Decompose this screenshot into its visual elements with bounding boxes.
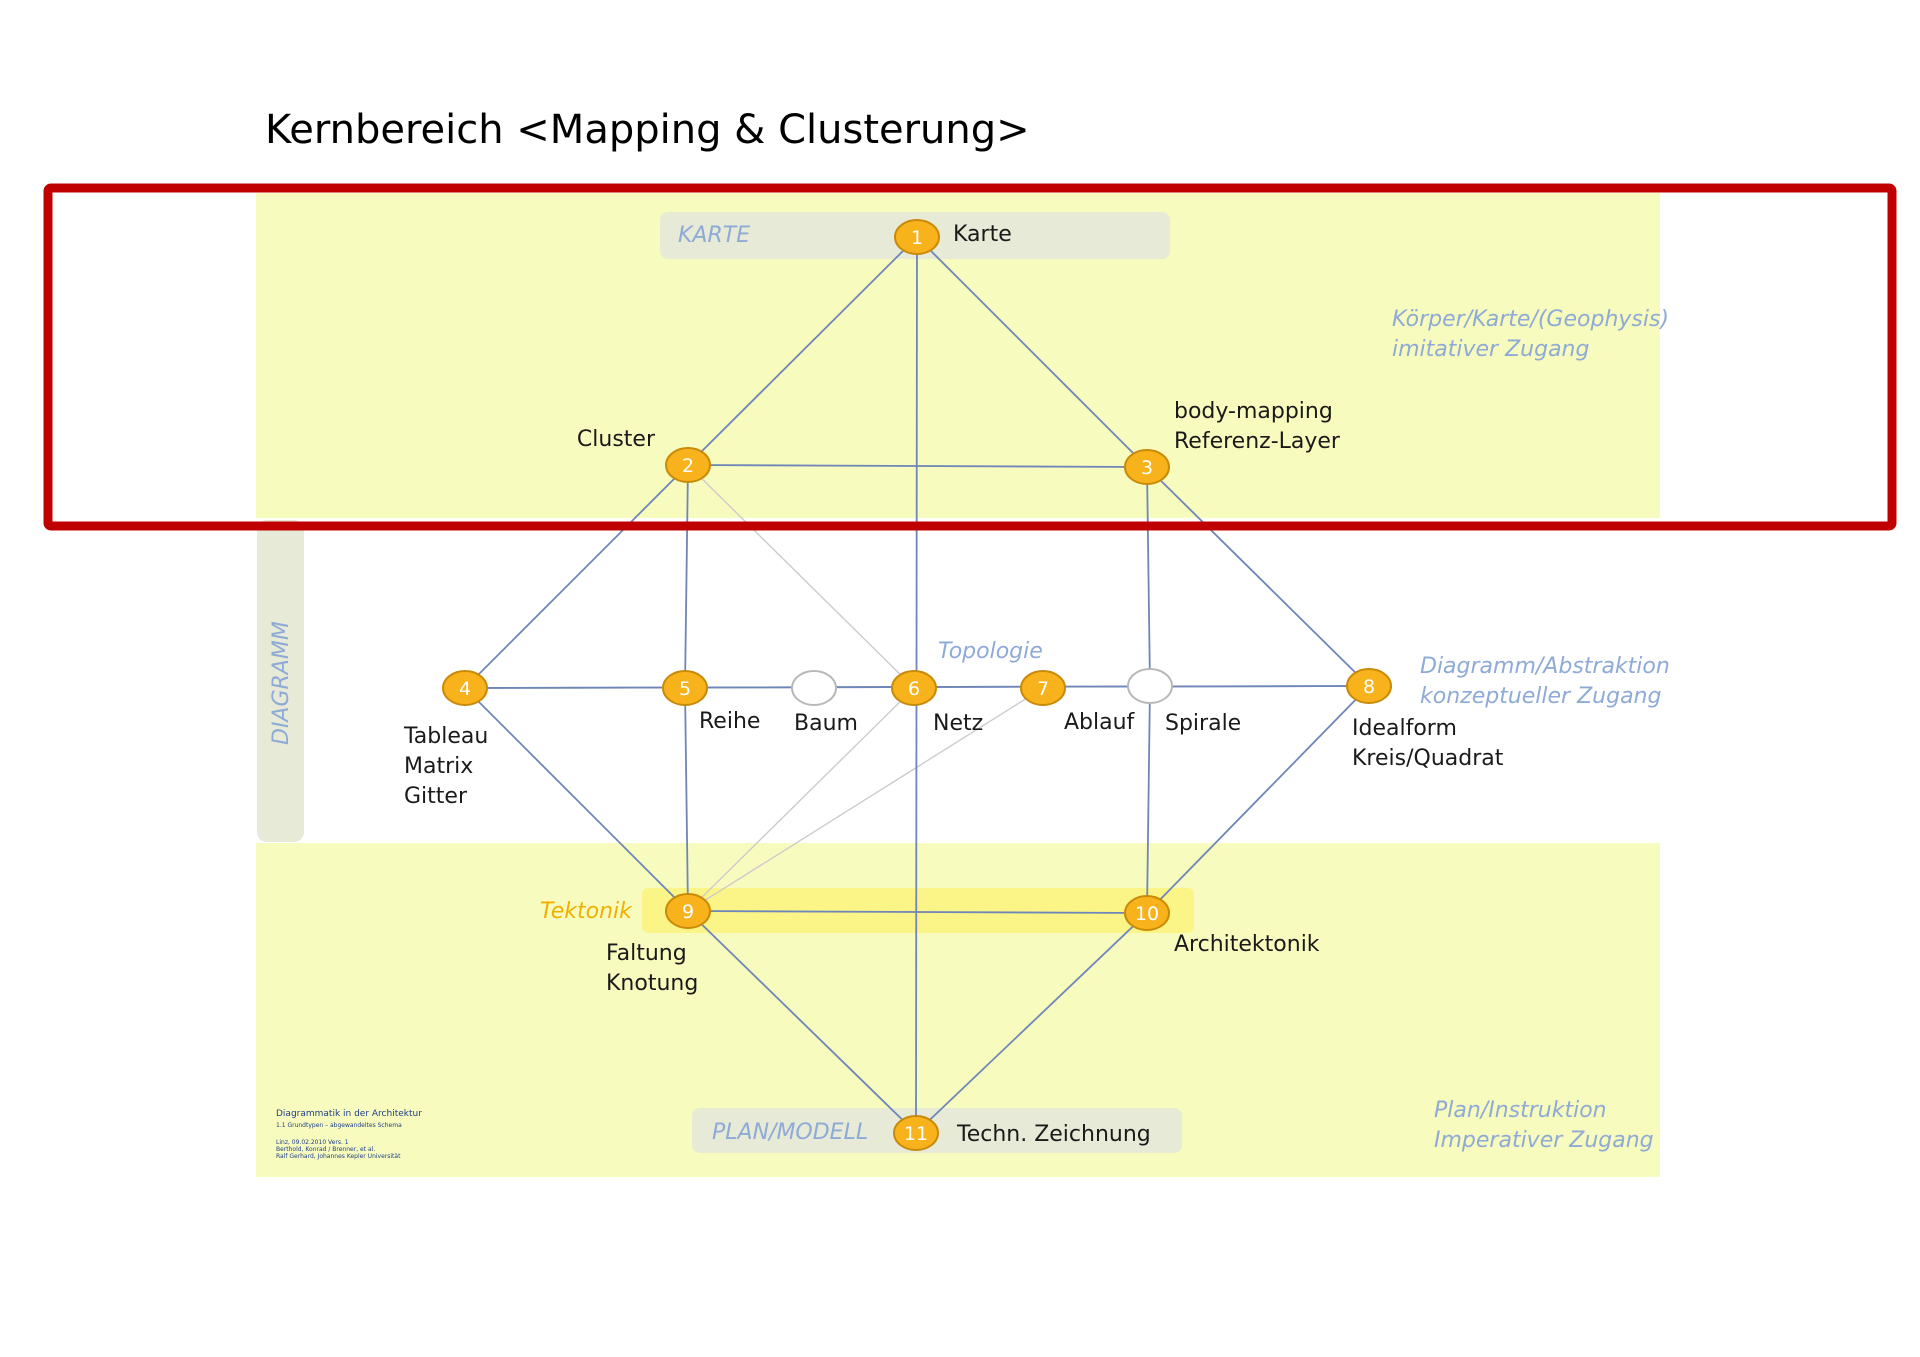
node-spirale: Spirale <box>1127 668 1241 736</box>
node-baum: Baum <box>791 670 858 736</box>
node-circle-6 <box>891 670 937 706</box>
node-number-1: 1 <box>911 227 923 249</box>
side-label-bottom-2: Imperativer Zugang <box>1434 1128 1654 1153</box>
node-label-6-0: Netz <box>933 711 983 736</box>
node-circle-10 <box>1124 895 1170 931</box>
credit-line-1: Diagrammatik in der Architektur <box>276 1109 422 1119</box>
node-label-7-0: Ablauf <box>1064 710 1136 735</box>
credit-line-2: 1.1 Grundtypen – abgewandeltes Schema <box>276 1122 402 1129</box>
node-label-8-1: Kreis/Quadrat <box>1352 746 1504 771</box>
band-label-diagramm: DIAGRAMM <box>269 621 294 745</box>
edge-1-3 <box>916 236 1148 468</box>
node-number-3: 3 <box>1141 457 1153 479</box>
light-edge-9-7 <box>687 687 1044 912</box>
edge-2-3 <box>687 464 1148 468</box>
node-label-9-1: Knotung <box>606 971 698 996</box>
nodes: 1 Karte 2 Cluster 3 body-mappingReferenz-Laye… <box>403 219 1504 1151</box>
edge-2-5 <box>684 464 689 689</box>
side-label-top-1: Körper/Karte/(Geophysis) <box>1392 307 1669 332</box>
node-number-9: 9 <box>682 901 694 923</box>
node-number-2: 2 <box>682 455 694 477</box>
node-number-6: 6 <box>908 678 920 700</box>
edge-9-10 <box>687 910 1148 914</box>
highlight-frame <box>43 183 1897 531</box>
page-title: Kernbereich <Mapping & Clusterung> <box>265 107 1030 153</box>
node-number-10: 10 <box>1135 903 1159 925</box>
band-label-karte: KARTE <box>678 223 750 248</box>
node-label-5-0: Reihe <box>699 709 760 734</box>
node-circle-7 <box>1020 670 1066 706</box>
node-label-8-0: Idealform <box>1352 716 1457 741</box>
node-label-4-2: Gitter <box>404 784 468 809</box>
node-label-2-0: Cluster <box>577 427 656 452</box>
light-edges <box>687 464 1044 912</box>
edge-spirale-10 <box>1146 685 1151 914</box>
node-circle-4 <box>442 670 488 706</box>
side-label-top-2: imitativer Zugang <box>1392 337 1589 362</box>
node-label-1-0: Karte <box>953 222 1012 247</box>
node-label-9-0: Faltung <box>606 941 687 966</box>
node-label-10-0: Architektonik <box>1174 932 1320 957</box>
node-label-baum-0: Baum <box>794 711 858 736</box>
credit-line-3: Linz, 09.02.2010 Vers. 1 <box>276 1139 349 1146</box>
node-label-spirale-0: Spirale <box>1165 711 1241 736</box>
node-label-3-0: body-mapping <box>1174 399 1333 424</box>
node-label-4-0: Tableau <box>403 724 488 749</box>
edge-1-2 <box>687 236 918 466</box>
node-circle-9 <box>665 893 711 929</box>
node-circle-spirale <box>1127 668 1173 704</box>
edge-3-spirale <box>1146 466 1151 687</box>
edge-4-9 <box>464 687 689 912</box>
credit-block: Diagrammatik in der Architektur 1.1 Grun… <box>276 1109 422 1160</box>
node-1: 1 Karte <box>894 219 1012 255</box>
edge-8-10 <box>1146 685 1370 914</box>
edge-2-4 <box>464 464 689 689</box>
node-number-11: 11 <box>904 1123 928 1145</box>
node-number-8: 8 <box>1363 676 1375 698</box>
node-number-4: 4 <box>459 678 471 700</box>
band-diagramm <box>257 520 304 842</box>
node-circle-baum <box>791 670 837 706</box>
edge-10-11 <box>915 912 1148 1134</box>
label-topologie: Topologie <box>938 639 1043 664</box>
side-label-bottom-1: Plan/Instruktion <box>1434 1098 1607 1123</box>
band-tektonik <box>642 888 1194 933</box>
side-label-middle-2: konzeptueller Zugang <box>1420 684 1661 709</box>
credit-line-5: Ralf Gerhard, Johannes Kepler Universitä… <box>276 1153 401 1160</box>
node-circle-8 <box>1346 668 1392 704</box>
band-label-plan-modell: PLAN/MODELL <box>712 1120 868 1145</box>
node-label-3-1: Referenz-Layer <box>1174 429 1341 454</box>
node-number-7: 7 <box>1037 678 1049 700</box>
edge-5-9 <box>684 687 689 912</box>
node-number-5: 5 <box>679 678 691 700</box>
node-circle-5 <box>662 670 708 706</box>
edge-9-11 <box>687 910 917 1134</box>
node-label-11-0: Techn. Zeichnung <box>956 1122 1151 1147</box>
light-edge-2-6 <box>687 464 915 689</box>
credit-line-4: Berthold, Konrad / Brenner, et al. <box>276 1146 375 1153</box>
node-circle-3 <box>1124 449 1170 485</box>
node-circle-1 <box>894 219 940 255</box>
node-circle-2 <box>665 447 711 483</box>
light-edge-9-6 <box>687 687 915 912</box>
node-2: 2 Cluster <box>577 427 711 483</box>
band-label-tektonik: Tektonik <box>540 899 633 924</box>
node-label-4-1: Matrix <box>404 754 473 779</box>
side-label-middle-1: Diagramm/Abstraktion <box>1420 654 1670 679</box>
node-circle-11 <box>893 1115 939 1151</box>
edge-3-8 <box>1146 466 1370 687</box>
node-11: 11 Techn. Zeichnung <box>893 1115 1151 1151</box>
